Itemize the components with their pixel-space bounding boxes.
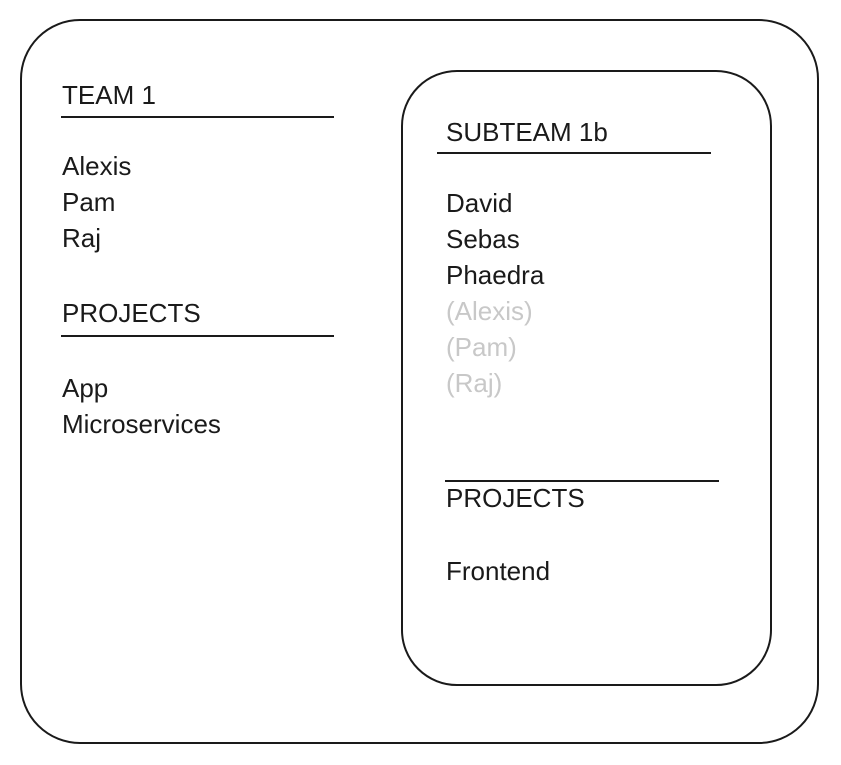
team-project-list: App Microservices [62,370,221,442]
subteam-title: SUBTEAM 1b [446,117,608,147]
team-member: Raj [62,223,102,253]
subteam-projects-heading: PROJECTS [446,483,585,513]
team-member: Pam [62,187,116,217]
subteam-member: Phaedra [446,260,545,290]
subteam-container [401,70,772,686]
team-member: Alexis [62,151,132,181]
team-projects-heading: PROJECTS [62,298,201,328]
team-project: App [62,373,109,403]
team-member-list: Alexis Pam Raj [62,148,131,256]
team-title: TEAM 1 [62,80,156,110]
team-projects-underline [61,335,334,337]
subteam-project-list: Frontend [446,553,550,589]
inherited-member: (Pam) [446,332,517,362]
team-container [20,19,819,744]
inherited-member: (Raj) [446,368,503,398]
subteam-member-list: David Sebas Phaedra (Alexis) (Pam) (Raj) [446,185,544,401]
subteam-project: Frontend [446,556,551,586]
team-project: Microservices [62,409,221,439]
subteam-member: Sebas [446,224,520,254]
inherited-member: (Alexis) [446,296,533,326]
subteam-member: David [446,188,513,218]
team-title-underline [61,116,334,118]
subteam-projects-overline [445,480,719,482]
subteam-title-underline [437,152,711,154]
